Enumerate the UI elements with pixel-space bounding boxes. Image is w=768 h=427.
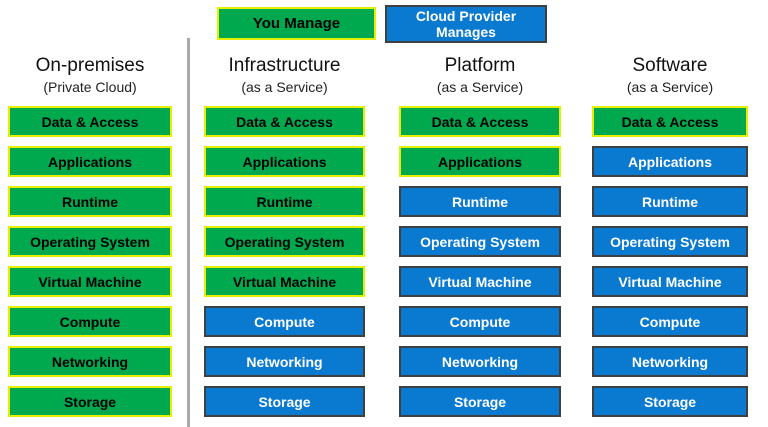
column-title: Software (632, 55, 708, 76)
layer-runtime: Runtime (399, 186, 561, 217)
layer-networking: Networking (8, 346, 172, 377)
column-title: On-premises (35, 55, 145, 76)
layer-operating-system: Operating System (592, 226, 748, 257)
layer-data-access: Data & Access (592, 106, 748, 137)
layer-stack: Data & Access Applications Runtime Opera… (204, 106, 365, 417)
layer-virtual-machine: Virtual Machine (592, 266, 748, 297)
layer-virtual-machine: Virtual Machine (399, 266, 561, 297)
layer-networking: Networking (592, 346, 748, 377)
layer-stack: Data & Access Applications Runtime Opera… (399, 106, 561, 417)
layer-stack: Data & Access Applications Runtime Opera… (8, 106, 172, 417)
layer-runtime: Runtime (204, 186, 365, 217)
column-subtitle: (Private Cloud) (43, 79, 137, 95)
layer-applications: Applications (204, 146, 365, 177)
layer-applications: Applications (592, 146, 748, 177)
layer-storage: Storage (399, 386, 561, 417)
layer-virtual-machine: Virtual Machine (8, 266, 172, 297)
layer-networking: Networking (399, 346, 561, 377)
column-on-premises: On-premises (Private Cloud) Data & Acces… (8, 54, 172, 426)
column-iaas: Infrastructure (as a Service) Data & Acc… (204, 54, 365, 426)
column-subtitle: (as a Service) (626, 79, 714, 95)
layer-networking: Networking (204, 346, 365, 377)
layer-compute: Compute (399, 306, 561, 337)
column-divider (187, 38, 190, 427)
layer-data-access: Data & Access (399, 106, 561, 137)
layer-storage: Storage (8, 386, 172, 417)
layer-compute: Compute (204, 306, 365, 337)
column-saas: Software (as a Service) Data & Access Ap… (592, 54, 748, 426)
layer-runtime: Runtime (592, 186, 748, 217)
column-title: Platform (444, 55, 516, 76)
layer-operating-system: Operating System (204, 226, 365, 257)
column-paas: Platform (as a Service) Data & Access Ap… (399, 54, 561, 426)
layer-data-access: Data & Access (8, 106, 172, 137)
layer-storage: Storage (204, 386, 365, 417)
legend-you-manage: You Manage (217, 7, 376, 40)
layer-virtual-machine: Virtual Machine (204, 266, 365, 297)
layer-operating-system: Operating System (399, 226, 561, 257)
column-subtitle: (as a Service) (241, 79, 328, 95)
legend-cloud-provider-manages: Cloud Provider Manages (385, 5, 547, 43)
layer-applications: Applications (399, 146, 561, 177)
layer-compute: Compute (8, 306, 172, 337)
layer-operating-system: Operating System (8, 226, 172, 257)
column-title: Infrastructure (228, 55, 341, 76)
layer-stack: Data & Access Applications Runtime Opera… (592, 106, 748, 417)
layer-runtime: Runtime (8, 186, 172, 217)
layer-applications: Applications (8, 146, 172, 177)
layer-compute: Compute (592, 306, 748, 337)
layer-data-access: Data & Access (204, 106, 365, 137)
layer-storage: Storage (592, 386, 748, 417)
column-subtitle: (as a Service) (436, 79, 524, 95)
